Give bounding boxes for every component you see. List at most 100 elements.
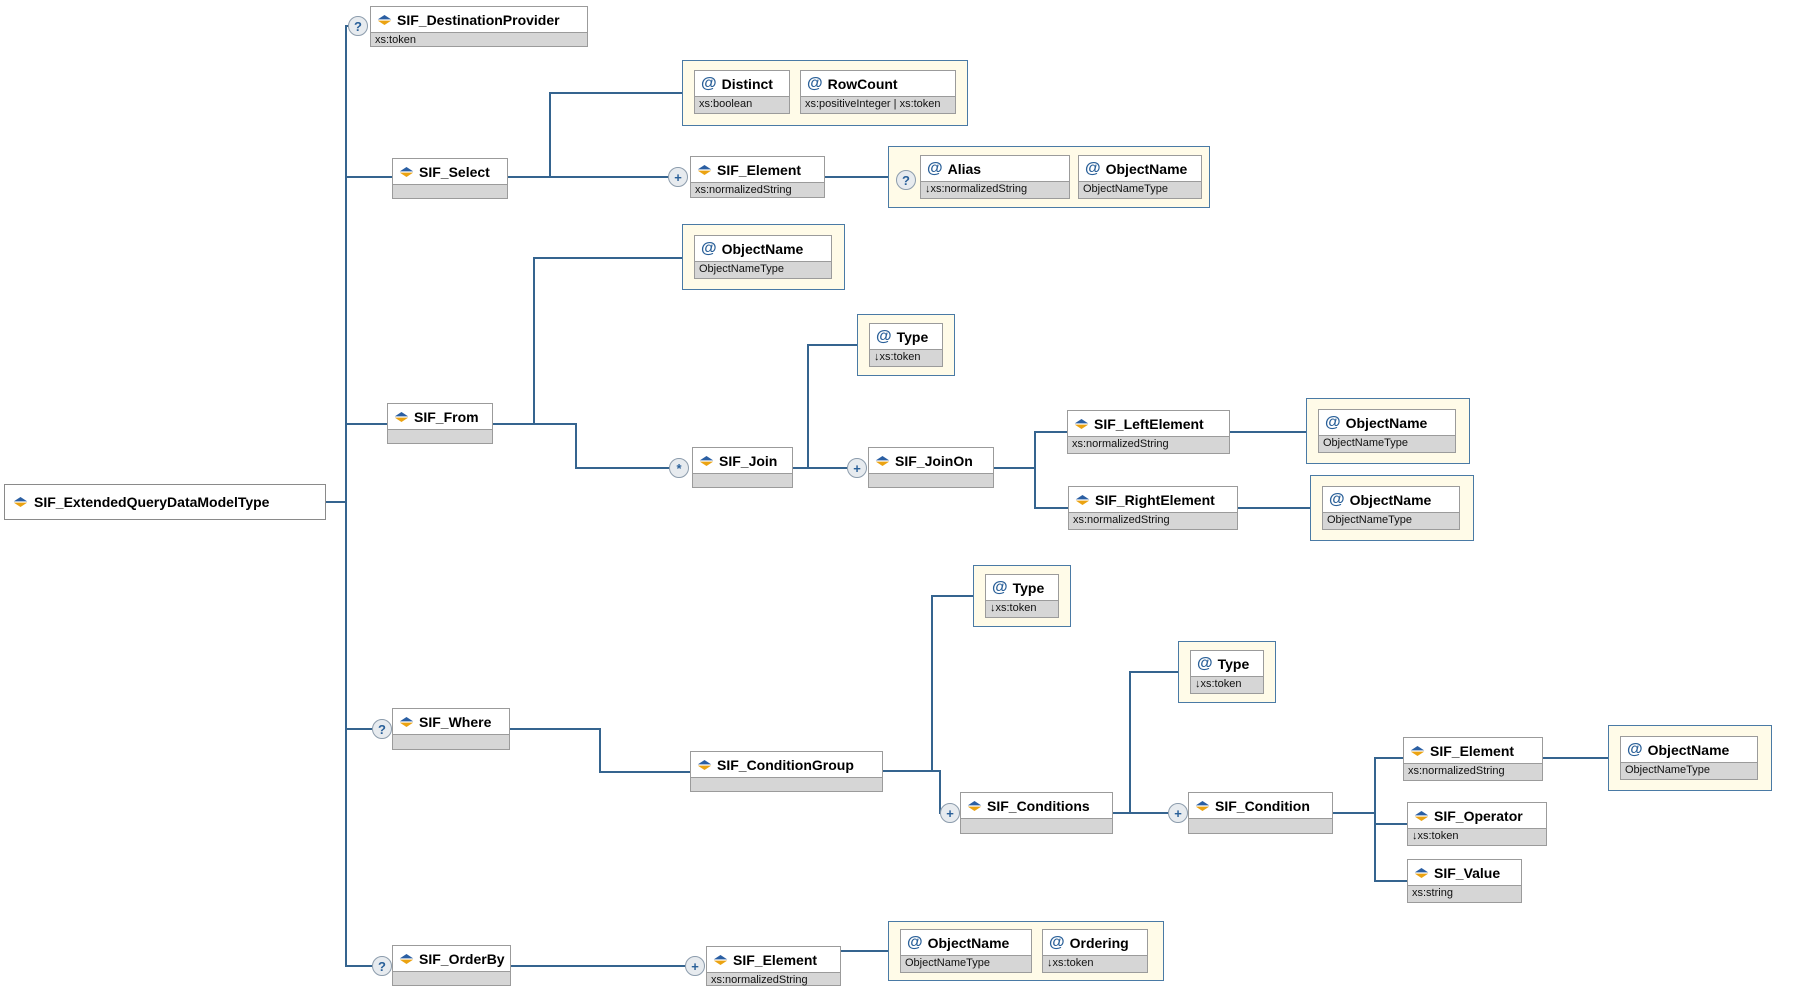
attribute-icon: @ bbox=[907, 933, 923, 951]
occurrence-optional[interactable]: ? bbox=[896, 170, 916, 190]
element-type: xs:normalizedString bbox=[1068, 436, 1229, 453]
element-type bbox=[393, 971, 510, 985]
attribute-type: xs:positiveInteger | xs:token bbox=[801, 96, 955, 113]
attribute-type[interactable]: @Type ↓xs:token bbox=[869, 323, 943, 367]
attribute-name: Alias bbox=[947, 160, 982, 177]
attribute-icon: @ bbox=[1197, 654, 1213, 672]
element-title: SIF_Element bbox=[717, 161, 802, 178]
occurrence-one-or-more[interactable]: + bbox=[1168, 803, 1188, 823]
element-icon bbox=[399, 953, 414, 964]
connector bbox=[508, 176, 670, 178]
attribute-name: Type bbox=[896, 328, 929, 345]
attribute-name: ObjectName bbox=[1647, 741, 1730, 758]
element-sif-element-orderby[interactable]: SIF_Element xs:normalizedString bbox=[706, 946, 841, 986]
element-title: SIF_Element bbox=[1430, 742, 1515, 759]
attribute-objectname[interactable]: @ObjectName ObjectNameType bbox=[900, 929, 1032, 973]
element-sif-destinationprovider[interactable]: SIF_DestinationProvider xs:token bbox=[370, 6, 588, 47]
occurrence-one-or-more[interactable]: + bbox=[685, 956, 705, 976]
attribute-type: ObjectNameType bbox=[1621, 762, 1757, 779]
element-title: SIF_DestinationProvider bbox=[397, 11, 560, 28]
element-sif-where[interactable]: SIF_Where bbox=[392, 708, 510, 750]
connector bbox=[575, 467, 669, 469]
occurrence-one-or-more[interactable]: + bbox=[847, 458, 867, 478]
attribute-objectname[interactable]: @ObjectName ObjectNameType bbox=[1078, 155, 1202, 199]
connector bbox=[347, 176, 392, 178]
element-icon bbox=[394, 411, 409, 422]
occurrence-zero-or-more[interactable]: * bbox=[669, 458, 689, 478]
connector bbox=[1374, 757, 1403, 759]
attribute-rowcount[interactable]: @RowCount xs:positiveInteger | xs:token bbox=[800, 70, 956, 114]
attribute-objectname[interactable]: @ObjectName ObjectNameType bbox=[694, 235, 832, 279]
element-sif-condition[interactable]: SIF_Condition bbox=[1188, 792, 1333, 834]
element-sif-element-select[interactable]: SIF_Element xs:normalizedString bbox=[690, 156, 825, 198]
attribute-type: ↓xs:token bbox=[1043, 955, 1147, 972]
attribute-type: ↓xs:token bbox=[1191, 676, 1263, 693]
attribute-name: Ordering bbox=[1069, 934, 1129, 951]
element-icon bbox=[377, 14, 392, 25]
element-type: xs:string bbox=[1408, 885, 1521, 902]
attribute-name: ObjectName bbox=[1345, 414, 1428, 431]
attribute-type: xs:boolean bbox=[695, 96, 789, 113]
element-icon bbox=[1075, 494, 1090, 505]
element-sif-operator[interactable]: SIF_Operator ↓xs:token bbox=[1407, 802, 1547, 846]
element-type bbox=[693, 473, 792, 487]
attribute-icon: @ bbox=[701, 74, 717, 92]
element-sif-select[interactable]: SIF_Select bbox=[392, 158, 508, 199]
element-title: SIF_Where bbox=[419, 713, 492, 730]
element-sif-from[interactable]: SIF_From bbox=[387, 403, 493, 444]
attribute-icon: @ bbox=[1325, 413, 1341, 431]
connector bbox=[841, 950, 888, 952]
element-sif-leftelement[interactable]: SIF_LeftElement xs:normalizedString bbox=[1067, 410, 1230, 454]
element-icon bbox=[699, 455, 714, 466]
connector bbox=[533, 257, 682, 259]
element-title: SIF_Value bbox=[1434, 864, 1501, 881]
element-sif-orderby[interactable]: SIF_OrderBy bbox=[392, 945, 511, 986]
attribute-type: ObjectNameType bbox=[1079, 181, 1201, 198]
attribute-objectname[interactable]: @ObjectName ObjectNameType bbox=[1620, 736, 1758, 780]
element-sif-conditiongroup[interactable]: SIF_ConditionGroup bbox=[690, 751, 883, 792]
attribute-objectname[interactable]: @ObjectName ObjectNameType bbox=[1318, 409, 1456, 453]
connector bbox=[549, 92, 551, 178]
element-sif-element-condition[interactable]: SIF_Element xs:normalizedString bbox=[1403, 737, 1543, 781]
occurrence-one-or-more[interactable]: + bbox=[668, 167, 688, 187]
attribute-name: ObjectName bbox=[721, 240, 804, 257]
element-sif-value[interactable]: SIF_Value xs:string bbox=[1407, 859, 1522, 903]
attribute-objectname[interactable]: @ObjectName ObjectNameType bbox=[1322, 486, 1460, 530]
attribute-type[interactable]: @Type ↓xs:token bbox=[985, 574, 1059, 618]
element-sif-joinon[interactable]: SIF_JoinOn bbox=[868, 447, 994, 488]
attribute-alias[interactable]: @Alias ↓xs:normalizedString bbox=[920, 155, 1070, 199]
attribute-ordering[interactable]: @Ordering ↓xs:token bbox=[1042, 929, 1148, 973]
element-title: SIF_Element bbox=[733, 951, 818, 968]
attribute-type[interactable]: @Type ↓xs:token bbox=[1190, 650, 1264, 694]
connector bbox=[1230, 431, 1306, 433]
connector bbox=[1034, 507, 1068, 509]
connector bbox=[326, 501, 346, 503]
element-icon bbox=[399, 716, 414, 727]
occurrence-optional[interactable]: ? bbox=[348, 16, 368, 36]
attribute-name: Type bbox=[1012, 579, 1045, 596]
connector bbox=[1374, 880, 1407, 882]
element-sif-join[interactable]: SIF_Join bbox=[692, 447, 793, 488]
connector bbox=[883, 770, 941, 772]
attribute-distinct[interactable]: @Distinct xs:boolean bbox=[694, 70, 790, 114]
element-title: SIF_Condition bbox=[1215, 797, 1310, 814]
attribute-icon: @ bbox=[1049, 933, 1065, 951]
connector-trunk bbox=[345, 25, 347, 967]
root-type-box[interactable]: SIF_ExtendedQueryDataModelType bbox=[4, 484, 326, 520]
element-type bbox=[393, 184, 507, 198]
attribute-icon: @ bbox=[1085, 159, 1101, 177]
occurrence-optional[interactable]: ? bbox=[372, 719, 392, 739]
connector bbox=[807, 344, 857, 346]
attribute-icon: @ bbox=[876, 327, 892, 345]
element-icon bbox=[1074, 418, 1089, 429]
element-sif-conditions[interactable]: SIF_Conditions bbox=[960, 792, 1113, 834]
connector bbox=[931, 595, 933, 772]
element-type: xs:token bbox=[371, 32, 587, 46]
element-icon bbox=[875, 455, 890, 466]
element-sif-rightelement[interactable]: SIF_RightElement xs:normalizedString bbox=[1068, 486, 1238, 530]
connector bbox=[1129, 671, 1131, 814]
occurrence-one-or-more[interactable]: + bbox=[940, 803, 960, 823]
connector bbox=[1543, 757, 1608, 759]
occurrence-optional[interactable]: ? bbox=[372, 956, 392, 976]
element-title: SIF_JoinOn bbox=[895, 452, 973, 469]
